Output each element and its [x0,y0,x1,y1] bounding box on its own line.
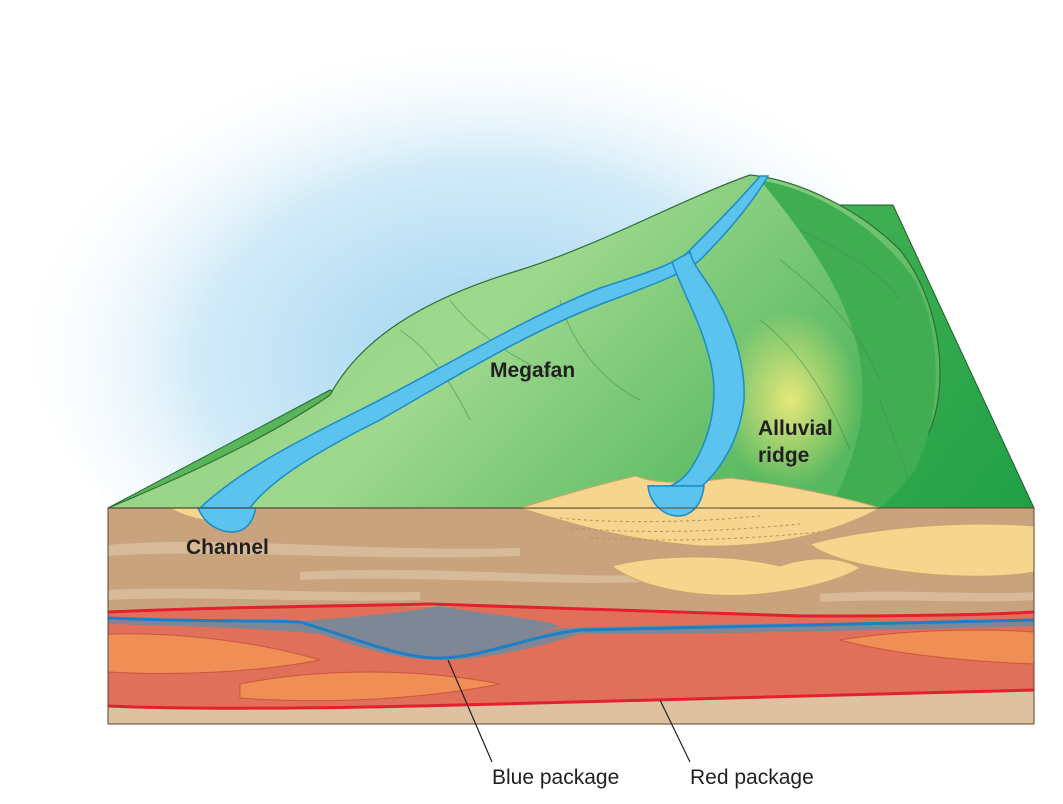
red-package-bottom-line [107,688,1035,710]
red-package-leader [659,699,691,763]
megafan-label: Megafan [490,359,575,382]
orange-lenses [107,629,1035,702]
alluvial-ridge-glow [720,310,860,490]
basal-soil [108,690,1034,724]
blue-package-outline [107,616,1035,660]
block-outline [107,507,1035,725]
channel-label: Channel [186,536,269,559]
alluvial-ridge-label-line1: Alluvial [758,417,833,440]
alluvial-ridge-label-line2: ridge [758,444,809,467]
red-package-label: Red package [690,766,814,789]
blue-package-leader [447,659,493,763]
red-package-top-line [107,602,1035,618]
blue-package-label: Blue package [492,766,619,789]
megafan-right-lobe [760,180,936,508]
soil-streaks [108,541,1034,602]
sand-texture [559,515,821,541]
megafan-channel[interactable] [198,175,770,509]
blue-package-lens [290,606,560,658]
channel-mouth [196,507,257,533]
